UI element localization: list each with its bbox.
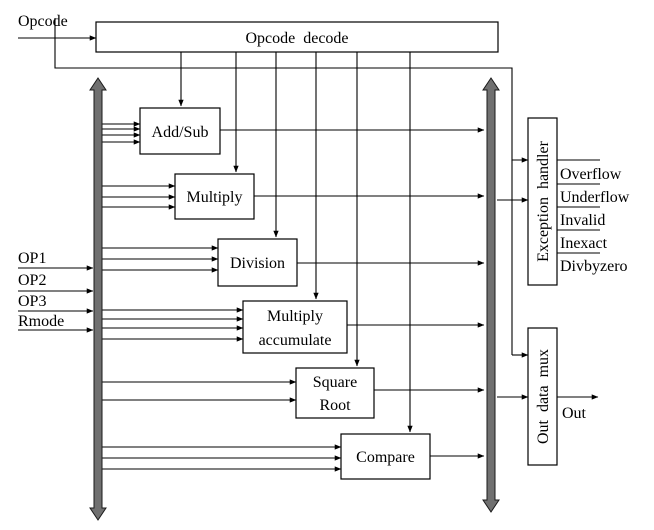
overflow-flag-label: Overflow xyxy=(560,166,622,183)
divbyzero-flag-label: Divbyzero xyxy=(560,258,628,275)
input-wires xyxy=(18,265,94,333)
multiply-accumulate-block: Multiply accumulate xyxy=(242,300,348,354)
op2-input-label: OP2 xyxy=(18,272,46,289)
add-sub-label: Add/Sub xyxy=(152,124,209,141)
op1-input-label: OP1 xyxy=(18,250,46,267)
exception-handler-block: Exception handler xyxy=(527,117,558,286)
exception-handler-label: Exception handler xyxy=(535,140,552,262)
opcode-wires xyxy=(18,18,529,433)
right-result-bus xyxy=(482,77,500,513)
compare-label: Compare xyxy=(356,449,415,466)
opcode-decode-label: Opcode decode xyxy=(245,30,348,47)
division-block: Division xyxy=(217,238,298,287)
out-data-mux-block: Out data mux xyxy=(527,327,558,466)
add-sub-block: Add/Sub xyxy=(139,107,221,155)
left-operand-bus xyxy=(89,77,107,521)
multiply-accumulate-label-line1: Multiply xyxy=(267,308,323,325)
multiply-block: Multiply xyxy=(174,173,255,220)
compare-block: Compare xyxy=(340,433,431,480)
square-root-label-line1: Square xyxy=(313,374,357,391)
flag-wires xyxy=(557,159,600,400)
invalid-flag-label: Invalid xyxy=(560,212,605,229)
bus-to-output-wires xyxy=(497,197,529,400)
square-root-label-line2: Root xyxy=(319,397,351,414)
unit-to-bus-wires xyxy=(220,127,485,459)
out-output-label: Out xyxy=(562,405,587,422)
output-labels: Overflow Underflow Invalid Inexact Divby… xyxy=(560,166,630,422)
multiply-accumulate-label-line2: accumulate xyxy=(259,332,332,349)
opcode-decode-block: Opcode decode xyxy=(95,21,499,53)
rmode-input-label: Rmode xyxy=(18,313,64,330)
opcode-input-label: Opcode xyxy=(18,13,68,30)
out-data-mux-label: Out data mux xyxy=(535,349,552,444)
division-label: Division xyxy=(230,255,285,272)
inexact-flag-label: Inexact xyxy=(560,235,608,252)
input-labels: Opcode OP1 OP2 OP3 Rmode xyxy=(18,13,68,330)
square-root-block: Square Root xyxy=(295,367,375,419)
op3-input-label: OP3 xyxy=(18,293,46,310)
underflow-flag-label: Underflow xyxy=(560,189,630,206)
multiply-label: Multiply xyxy=(186,189,242,206)
bus-to-unit-wires xyxy=(102,121,342,472)
